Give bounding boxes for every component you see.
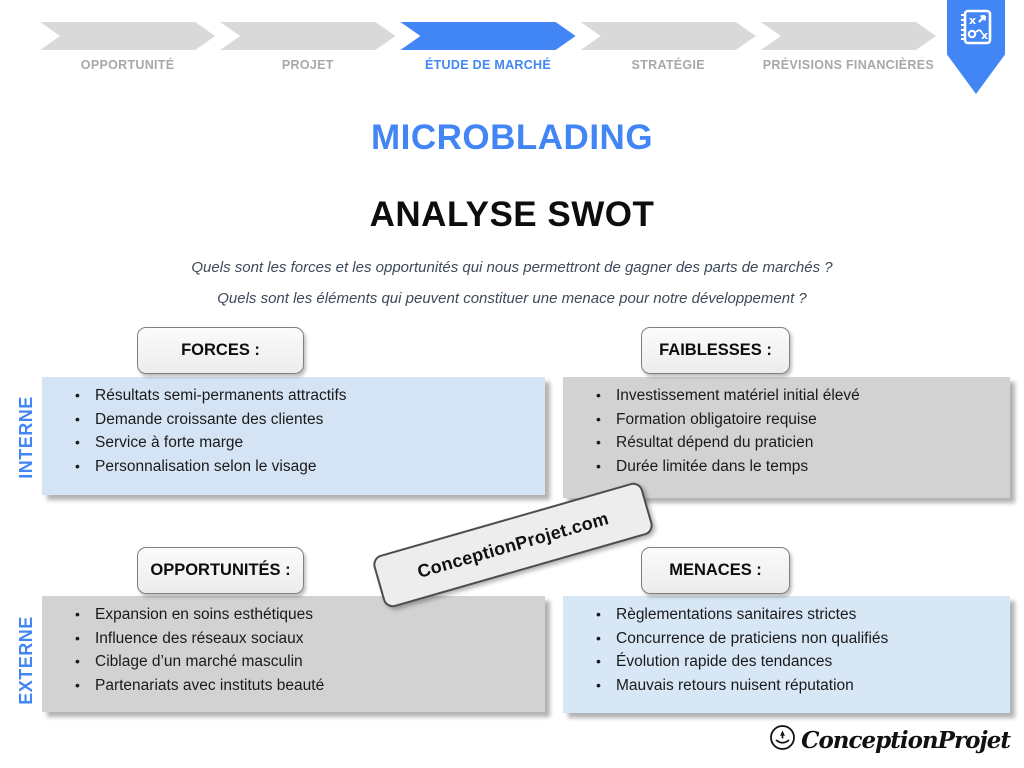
stepper-step-label: PRÉVISIONS FINANCIÈRES bbox=[762, 58, 935, 72]
opportunites-list: Expansion en soins esthétiques Influence… bbox=[42, 603, 545, 697]
faiblesses-box: Investissement matériel initial élevé Fo… bbox=[563, 377, 1010, 498]
list-item: Résultats semi-permanents attractifs bbox=[42, 384, 545, 408]
stepper-step-label: OPPORTUNITÉ bbox=[80, 58, 175, 72]
menaces-list: Règlementations sanitaires strictes Conc… bbox=[563, 603, 1010, 697]
faiblesses-list: Investissement matériel initial élevé Fo… bbox=[563, 384, 1010, 478]
stepper-step-previsions-financieres[interactable]: PRÉVISIONS FINANCIÈRES bbox=[761, 22, 936, 72]
list-item: Service à forte marge bbox=[42, 431, 545, 455]
list-item: Demande croissante des clientes bbox=[42, 408, 545, 432]
list-item: Concurrence de praticiens non qualifiés bbox=[563, 627, 1010, 651]
menaces-box: Règlementations sanitaires strictes Conc… bbox=[563, 596, 1010, 713]
list-item: Règlementations sanitaires strictes bbox=[563, 603, 1010, 627]
chevron-shape bbox=[581, 22, 756, 50]
faiblesses-header: FAIBLESSES : bbox=[641, 327, 790, 374]
stepper-step-etude-de-marche-active[interactable]: ÉTUDE DE MARCHÉ bbox=[400, 22, 575, 72]
chevron-shape bbox=[761, 22, 936, 50]
list-item: Partenariats avec instituts beauté bbox=[42, 674, 545, 698]
axis-label-externe: EXTERNE bbox=[15, 616, 36, 705]
list-item: Ciblage d’un marché masculin bbox=[42, 650, 545, 674]
stepper-step-label: STRATÉGIE bbox=[631, 58, 705, 72]
svg-text:x: x bbox=[969, 14, 976, 27]
svg-text:x: x bbox=[981, 29, 988, 42]
question-line-2: Quels sont les éléments qui peuvent cons… bbox=[217, 290, 807, 307]
page-title: MICROBLADING bbox=[370, 118, 654, 157]
slide-title: ANALYSE SWOT bbox=[369, 195, 655, 234]
list-item: Personnalisation selon le visage bbox=[42, 455, 545, 479]
forces-box: Résultats semi-permanents attractifs Dem… bbox=[42, 377, 545, 495]
stepper-step-opportunite[interactable]: OPPORTUNITÉ bbox=[40, 22, 215, 72]
forces-list: Résultats semi-permanents attractifs Dem… bbox=[42, 384, 545, 478]
list-item: Influence des réseaux sociaux bbox=[42, 627, 545, 651]
list-item: Expansion en soins esthétiques bbox=[42, 603, 545, 627]
process-stepper: OPPORTUNITÉ PROJET ÉTUDE DE MARCHÉ STRAT… bbox=[40, 22, 936, 72]
menaces-header: MENACES : bbox=[641, 547, 790, 594]
footer-logo: ConceptionProjet bbox=[769, 724, 1011, 756]
list-item: Durée limitée dans le temps bbox=[563, 455, 1010, 479]
opportunites-box: Expansion en soins esthétiques Influence… bbox=[42, 596, 545, 712]
list-item: Formation obligatoire requise bbox=[563, 408, 1010, 432]
stepper-step-projet[interactable]: PROJET bbox=[220, 22, 395, 72]
chevron-shape bbox=[40, 22, 215, 50]
list-item: Investissement matériel initial élevé bbox=[563, 384, 1010, 408]
stepper-step-label: ÉTUDE DE MARCHÉ bbox=[424, 58, 552, 72]
chevron-shape bbox=[400, 22, 575, 50]
bookmark-ribbon: x x bbox=[947, 0, 1005, 94]
footer-logo-text: ConceptionProjet bbox=[801, 726, 1011, 754]
forces-header: FORCES : bbox=[137, 327, 304, 374]
stepper-step-strategie[interactable]: STRATÉGIE bbox=[581, 22, 756, 72]
question-line-1: Quels sont les forces et les opportunité… bbox=[191, 259, 833, 276]
watermark-plaque: ConceptionProjet.com bbox=[370, 480, 656, 610]
list-item: Évolution rapide des tendances bbox=[563, 650, 1010, 674]
chevron-shape bbox=[220, 22, 395, 50]
list-item: Mauvais retours nuisent réputation bbox=[563, 674, 1010, 698]
hand-rocket-logo-icon bbox=[769, 724, 796, 756]
strategy-notebook-icon: x x bbox=[958, 0, 994, 94]
stepper-step-label: PROJET bbox=[281, 58, 334, 72]
opportunites-header: OPPORTUNITÉS : bbox=[137, 547, 304, 594]
list-item: Résultat dépend du praticien bbox=[563, 431, 1010, 455]
axis-label-interne: INTERNE bbox=[15, 396, 36, 479]
